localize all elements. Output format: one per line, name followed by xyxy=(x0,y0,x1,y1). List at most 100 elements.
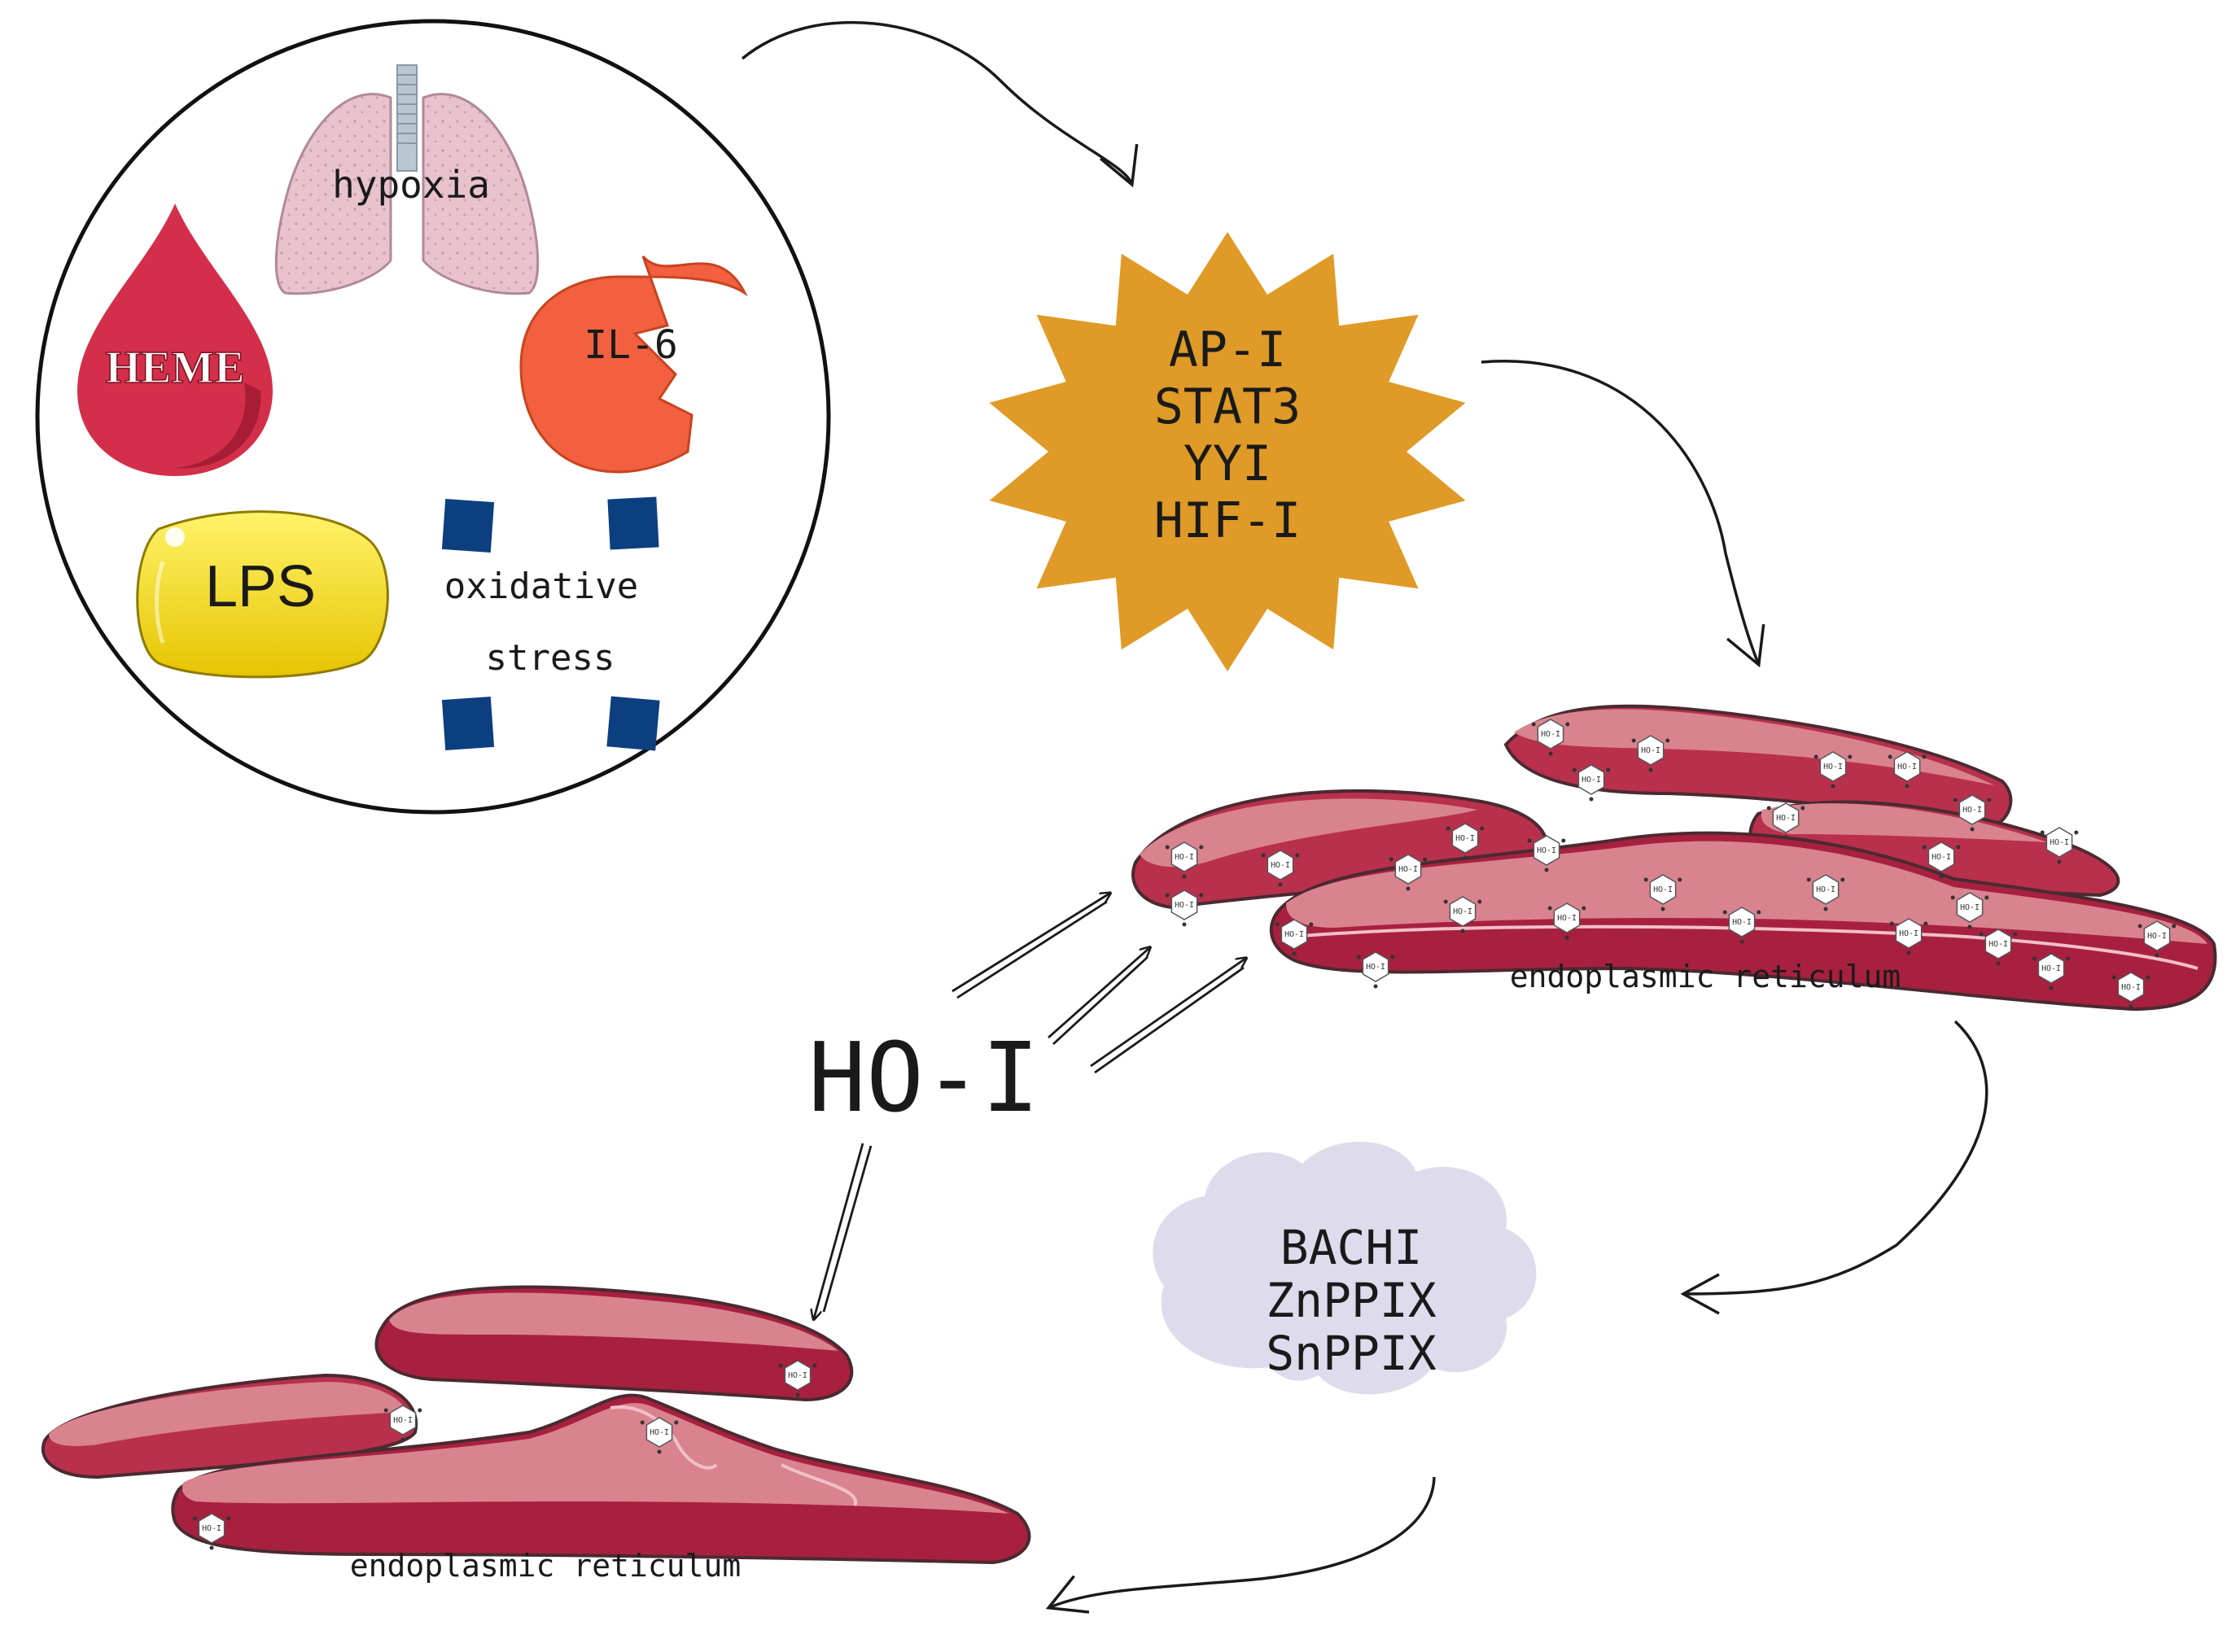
ho1-enzyme-icon: HO-I xyxy=(1889,918,1928,955)
ho1-enzyme-icon: HO-I xyxy=(1766,802,1805,840)
ho1-enzyme-icon: HO-I xyxy=(1979,929,2018,966)
svg-text:HO-I: HO-I xyxy=(1366,963,1385,972)
svg-text:HO-I: HO-I xyxy=(202,1524,221,1533)
svg-text:HO-I: HO-I xyxy=(1455,834,1475,843)
ho1-enzyme-icon: HO-I xyxy=(1531,719,1570,756)
hypoxia-label: hypoxia xyxy=(332,163,490,207)
lung-icon xyxy=(274,64,540,295)
svg-text:HO-I: HO-I xyxy=(1398,865,1418,874)
ho1-enzyme-icon: HO-I xyxy=(1275,919,1314,956)
ho1-enzyme-icon: HO-I xyxy=(1950,892,1989,929)
ho1-enzyme-icon: HO-I xyxy=(778,1360,817,1397)
ho1-arrows xyxy=(814,894,1245,1318)
ho1-enzyme-icon: HO-I xyxy=(1722,907,1761,944)
heme-label: HEME xyxy=(105,343,244,393)
il6-label: IL-6 xyxy=(584,322,678,368)
svg-text:HO-I: HO-I xyxy=(788,1371,807,1380)
transcription-factor-starburst xyxy=(989,232,1466,671)
svg-text:HO-I: HO-I xyxy=(1732,918,1752,927)
svg-text:HO-I: HO-I xyxy=(1897,763,1917,771)
svg-text:HO-I: HO-I xyxy=(1899,929,1918,938)
er-induced-ho1-tags: HO-I HO-I HO-I HO-I HO-I HO-I HO-I HO-I HO-I HO-I… xyxy=(1165,719,2177,1009)
svg-text:HO-I: HO-I xyxy=(1175,853,1194,862)
svg-text:HO-I: HO-I xyxy=(1653,885,1673,894)
arrow-ho1-to-er-1 xyxy=(952,894,1109,999)
ho1-enzyme-icon: HO-I xyxy=(2111,972,2150,1009)
tf-stat3: STAT3 xyxy=(1154,378,1302,435)
ho1-enzyme-icon: HO-I xyxy=(1443,896,1482,933)
oxidative-stress-icon xyxy=(441,496,660,751)
svg-text:HO-I: HO-I xyxy=(1175,901,1194,910)
il6-icon xyxy=(519,255,748,474)
lps-icon xyxy=(136,510,389,679)
ho1-enzyme-icon: HO-I xyxy=(1631,735,1670,772)
oxidative-label-line1: oxidative xyxy=(444,566,638,607)
svg-text:HO-I: HO-I xyxy=(1271,861,1290,870)
inhibitor-cloud xyxy=(1153,1141,1537,1395)
ho1-enzyme-icon: HO-I xyxy=(1356,951,1395,989)
heme-drop-icon xyxy=(77,203,273,476)
arrow-inducers-to-tf xyxy=(741,20,1139,188)
svg-text:HO-I: HO-I xyxy=(1823,763,1843,771)
svg-text:HO-I: HO-I xyxy=(1816,885,1835,894)
ho1-enzyme-icon: HO-I xyxy=(2032,953,2071,990)
svg-text:HO-I: HO-I xyxy=(1537,846,1556,855)
ho1-central-label: HO-I xyxy=(808,1021,1039,1134)
svg-text:HO-I: HO-I xyxy=(1641,746,1660,755)
svg-text:HO-I: HO-I xyxy=(2041,964,2061,973)
ho1-enzyme-icon: HO-I xyxy=(1572,764,1611,802)
arrow-ho1-to-basal-er xyxy=(814,1143,873,1318)
inhibitor-snppix: SnPPIX xyxy=(1266,1326,1437,1381)
er-basal-ho1-tags: HO-I HO-I HO-I HO-I xyxy=(192,1360,817,1550)
svg-text:HO-I: HO-I xyxy=(1960,903,1980,912)
ho1-enzyme-icon: HO-I xyxy=(1165,889,1204,927)
ho1-enzyme-icon: HO-I xyxy=(1446,823,1485,860)
ho1-enzyme-icon: HO-I xyxy=(2040,827,2079,864)
ho1-enzyme-icon: HO-I xyxy=(1888,751,1927,789)
arrow-ho1-to-er-3 xyxy=(1090,959,1245,1074)
svg-text:HO-I: HO-I xyxy=(1453,907,1472,916)
arrow-tf-to-er xyxy=(1481,360,1765,668)
ho1-enzyme-icon: HO-I xyxy=(1261,850,1300,887)
svg-text:HO-I: HO-I xyxy=(2147,932,2167,941)
ho1-enzyme-icon: HO-I xyxy=(2137,920,2177,958)
lps-label: LPS xyxy=(205,554,316,619)
ho1-enzyme-icon: HO-I xyxy=(1165,841,1204,879)
svg-text:HO-I: HO-I xyxy=(2050,838,2069,847)
svg-text:HO-I: HO-I xyxy=(1776,814,1796,823)
svg-text:HO-I: HO-I xyxy=(1582,776,1601,784)
svg-text:HO-I: HO-I xyxy=(2121,983,2141,992)
ho1-enzyme-icon: HO-I xyxy=(1643,874,1682,911)
er-basal xyxy=(41,1285,1031,1565)
inhibitor-bach1: BACHI xyxy=(1280,1220,1423,1275)
er-label-top: endoplasmic reticulum xyxy=(1510,959,1901,994)
tf-hif1: HIF-I xyxy=(1154,492,1302,549)
ho1-enzyme-icon: HO-I xyxy=(1953,794,1992,832)
er-label-bottom: endoplasmic reticulum xyxy=(350,1548,741,1584)
arrow-ho1-to-er-2 xyxy=(1048,948,1149,1046)
ho1-enzyme-icon: HO-I xyxy=(1527,835,1566,872)
inhibitor-list: BACHI ZnPPIX SnPPIX xyxy=(1266,1220,1437,1381)
arrow-inhibitors-to-er xyxy=(1045,1476,1436,1614)
svg-text:HO-I: HO-I xyxy=(1962,806,1982,815)
tf-ap1: AP-I xyxy=(1169,321,1287,378)
ho1-enzyme-icon: HO-I xyxy=(1547,902,1586,940)
svg-text:HO-I: HO-I xyxy=(393,1416,413,1425)
svg-text:HO-I: HO-I xyxy=(1541,730,1560,739)
inducer-panel: hypoxia HEME IL-6 LPS oxidative stress xyxy=(35,19,831,815)
svg-text:HO-I: HO-I xyxy=(1988,940,2008,949)
transcription-factor-list: AP-I STAT3 YYI HIF-I xyxy=(1154,321,1302,549)
ho1-enzyme-icon: HO-I xyxy=(640,1417,679,1454)
ho1-enzyme-icon: HO-I xyxy=(383,1405,422,1442)
ho1-enzyme-icon: HO-I xyxy=(1389,854,1428,891)
svg-text:HO-I: HO-I xyxy=(1932,853,1951,862)
ho1-enzyme-icon: HO-I xyxy=(1806,874,1845,911)
ho1-enzyme-icon: HO-I xyxy=(192,1513,231,1550)
flow-arrows xyxy=(741,20,1988,1614)
svg-text:HO-I: HO-I xyxy=(650,1428,669,1437)
ho1-enzyme-icon: HO-I xyxy=(1813,751,1853,789)
svg-text:HO-I: HO-I xyxy=(1557,914,1577,923)
svg-text:HO-I: HO-I xyxy=(1284,930,1304,939)
arrow-er-to-inhibitors xyxy=(1680,1020,1988,1315)
